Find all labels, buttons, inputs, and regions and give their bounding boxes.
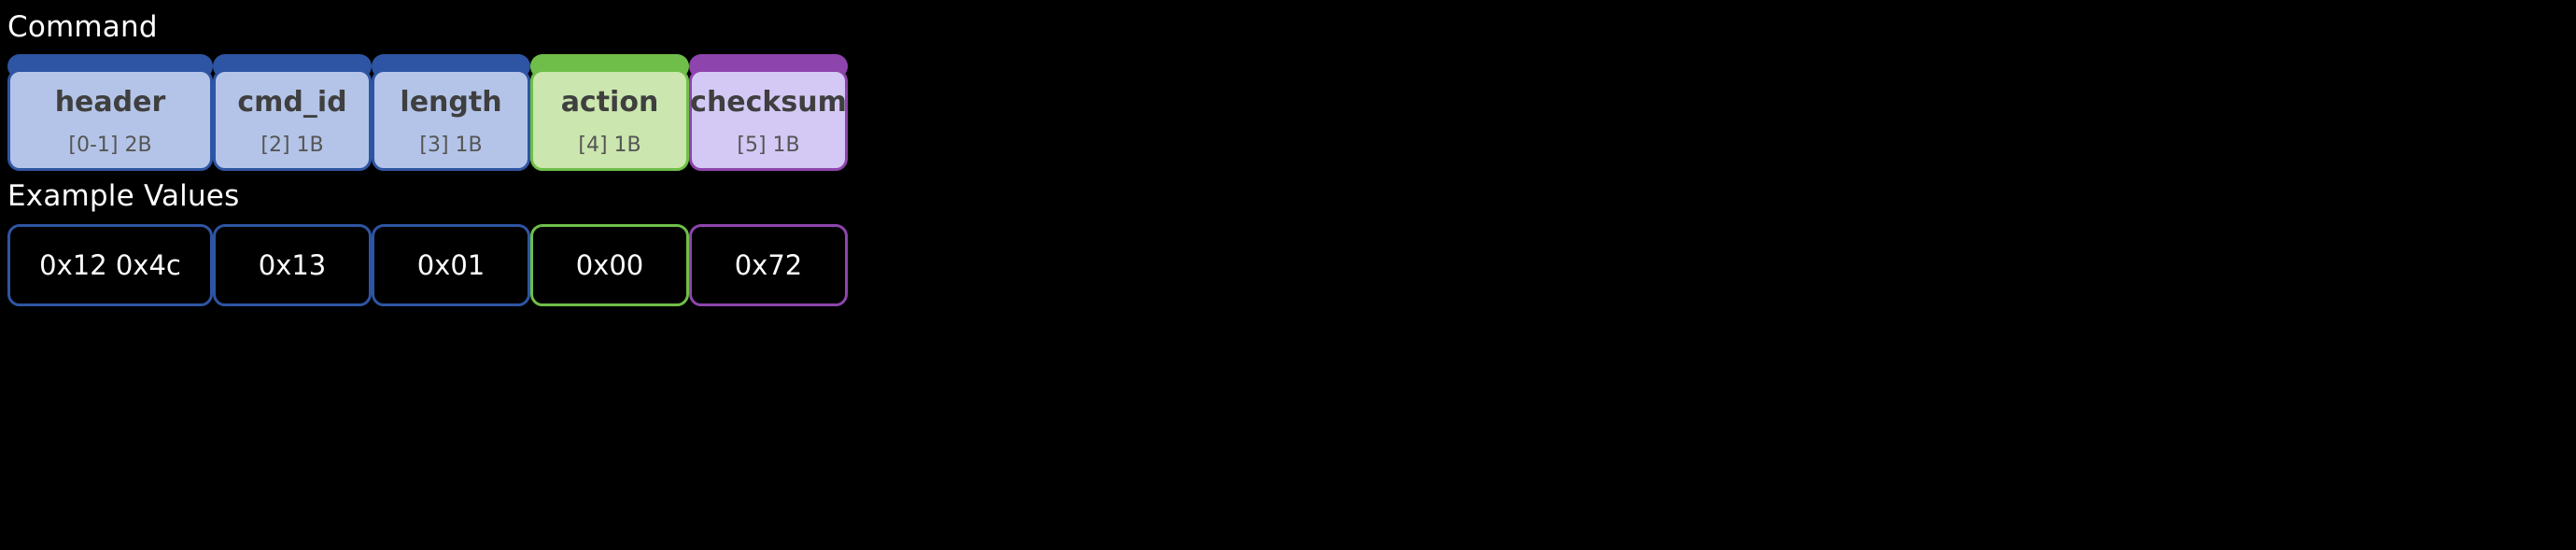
value-text-label: 0x00 bbox=[575, 248, 644, 281]
packet-value-action[interactable]: 0x00 bbox=[530, 224, 689, 306]
field-body-action: action [4] 1B bbox=[530, 69, 689, 171]
packet-field-action[interactable]: action [4] 1B bbox=[530, 54, 689, 171]
packet-value-header[interactable]: 0x12 0x4c bbox=[7, 224, 213, 306]
packet-value-length[interactable]: 0x01 bbox=[372, 224, 530, 306]
packet-field-cmd_id[interactable]: cmd_id [2] 1B bbox=[213, 54, 372, 171]
field-name-label: action bbox=[560, 85, 659, 119]
field-meta-label: [5] 1B bbox=[737, 133, 800, 157]
packet-field-checksum[interactable]: checksum [5] 1B bbox=[689, 54, 848, 171]
example-values-section-title: Example Values bbox=[7, 179, 240, 213]
field-body-cmd_id: cmd_id [2] 1B bbox=[213, 69, 372, 171]
field-name-label: header bbox=[54, 85, 166, 119]
field-meta-label: [0-1] 2B bbox=[68, 133, 152, 157]
packet-field-row: header [0-1] 2B cmd_id [2] 1B length [3] 1B ac… bbox=[7, 54, 848, 171]
value-text-label: 0x01 bbox=[416, 248, 486, 281]
packet-value-row: 0x12 0x4c 0x13 0x01 0x00 0x72 bbox=[7, 224, 848, 306]
packet-field-length[interactable]: length [3] 1B bbox=[372, 54, 530, 171]
field-name-label: checksum bbox=[690, 85, 847, 119]
value-text-label: 0x72 bbox=[734, 248, 803, 281]
field-meta-label: [3] 1B bbox=[419, 133, 483, 157]
field-meta-label: [2] 1B bbox=[260, 133, 324, 157]
field-name-label: cmd_id bbox=[237, 85, 347, 119]
command-section-title: Command bbox=[7, 10, 158, 44]
field-body-length: length [3] 1B bbox=[372, 69, 530, 171]
value-text-label: 0x13 bbox=[258, 248, 327, 281]
field-body-header: header [0-1] 2B bbox=[7, 69, 213, 171]
value-text-label: 0x12 0x4c bbox=[39, 248, 181, 281]
field-meta-label: [4] 1B bbox=[578, 133, 641, 157]
packet-field-header[interactable]: header [0-1] 2B bbox=[7, 54, 213, 171]
packet-value-checksum[interactable]: 0x72 bbox=[689, 224, 848, 306]
packet-value-cmd_id[interactable]: 0x13 bbox=[213, 224, 372, 306]
field-body-checksum: checksum [5] 1B bbox=[689, 69, 848, 171]
field-name-label: length bbox=[400, 85, 502, 119]
